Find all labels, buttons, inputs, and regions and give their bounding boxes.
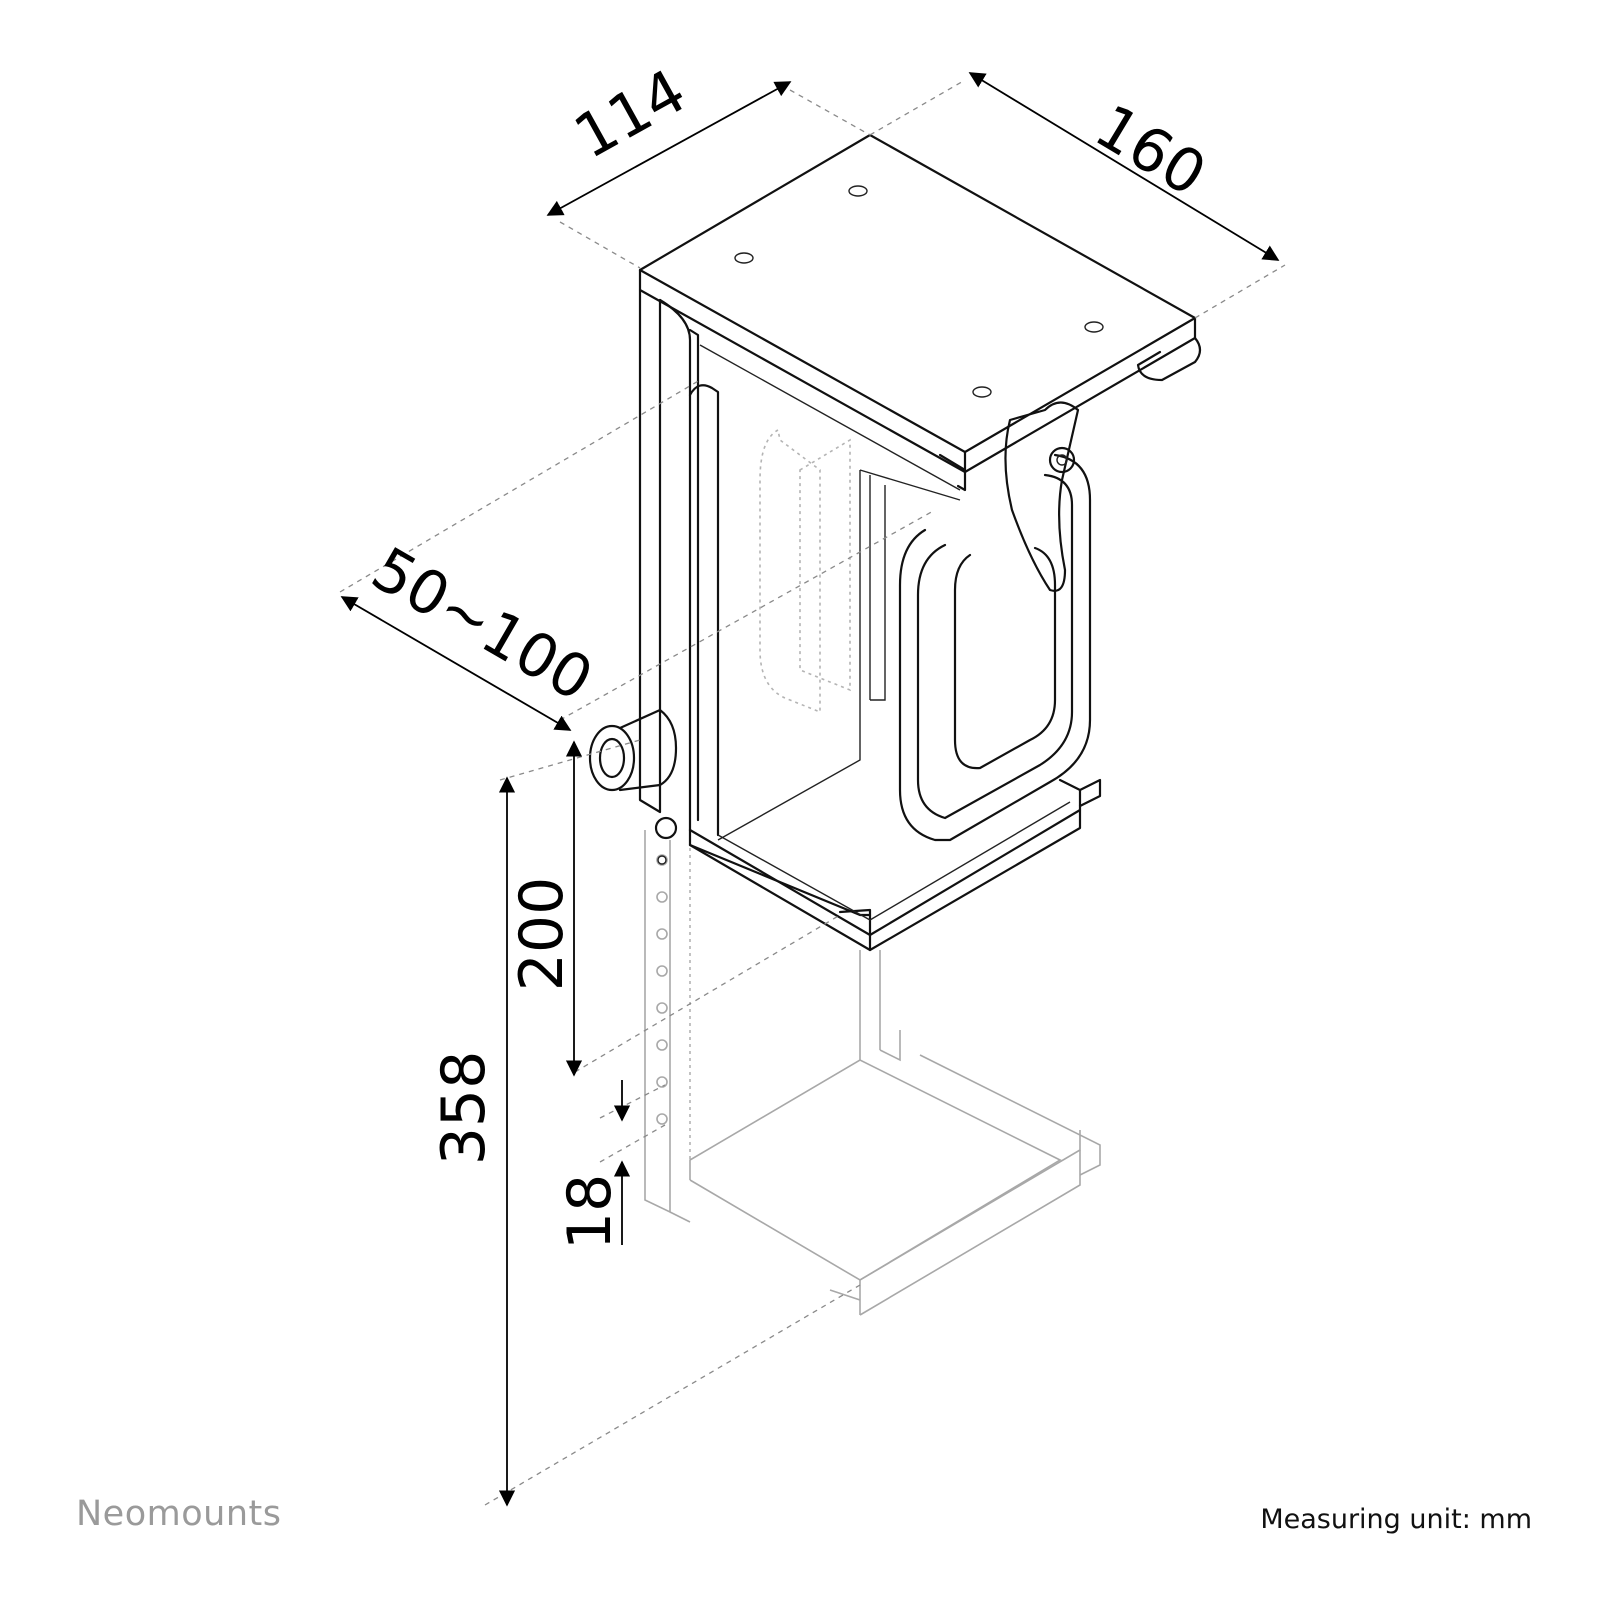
dim-label-160: 160: [1083, 91, 1217, 210]
extension-lines: [339, 79, 1286, 1506]
brand-logo-text: Neomounts: [76, 1494, 282, 1534]
dim-label-358: 358: [429, 1051, 499, 1166]
dim-label-50-100: 50~100: [360, 534, 604, 715]
dim-label-18: 18: [555, 1174, 625, 1250]
dim-label-200: 200: [507, 877, 577, 992]
dim-label-114: 114: [563, 56, 697, 173]
dimension-lines: [340, 72, 1280, 1507]
extended-position-ghost: [644, 428, 1101, 1316]
bracket-drawing: [588, 133, 1202, 952]
measuring-unit-note: Measuring unit: mm: [1260, 1504, 1532, 1535]
